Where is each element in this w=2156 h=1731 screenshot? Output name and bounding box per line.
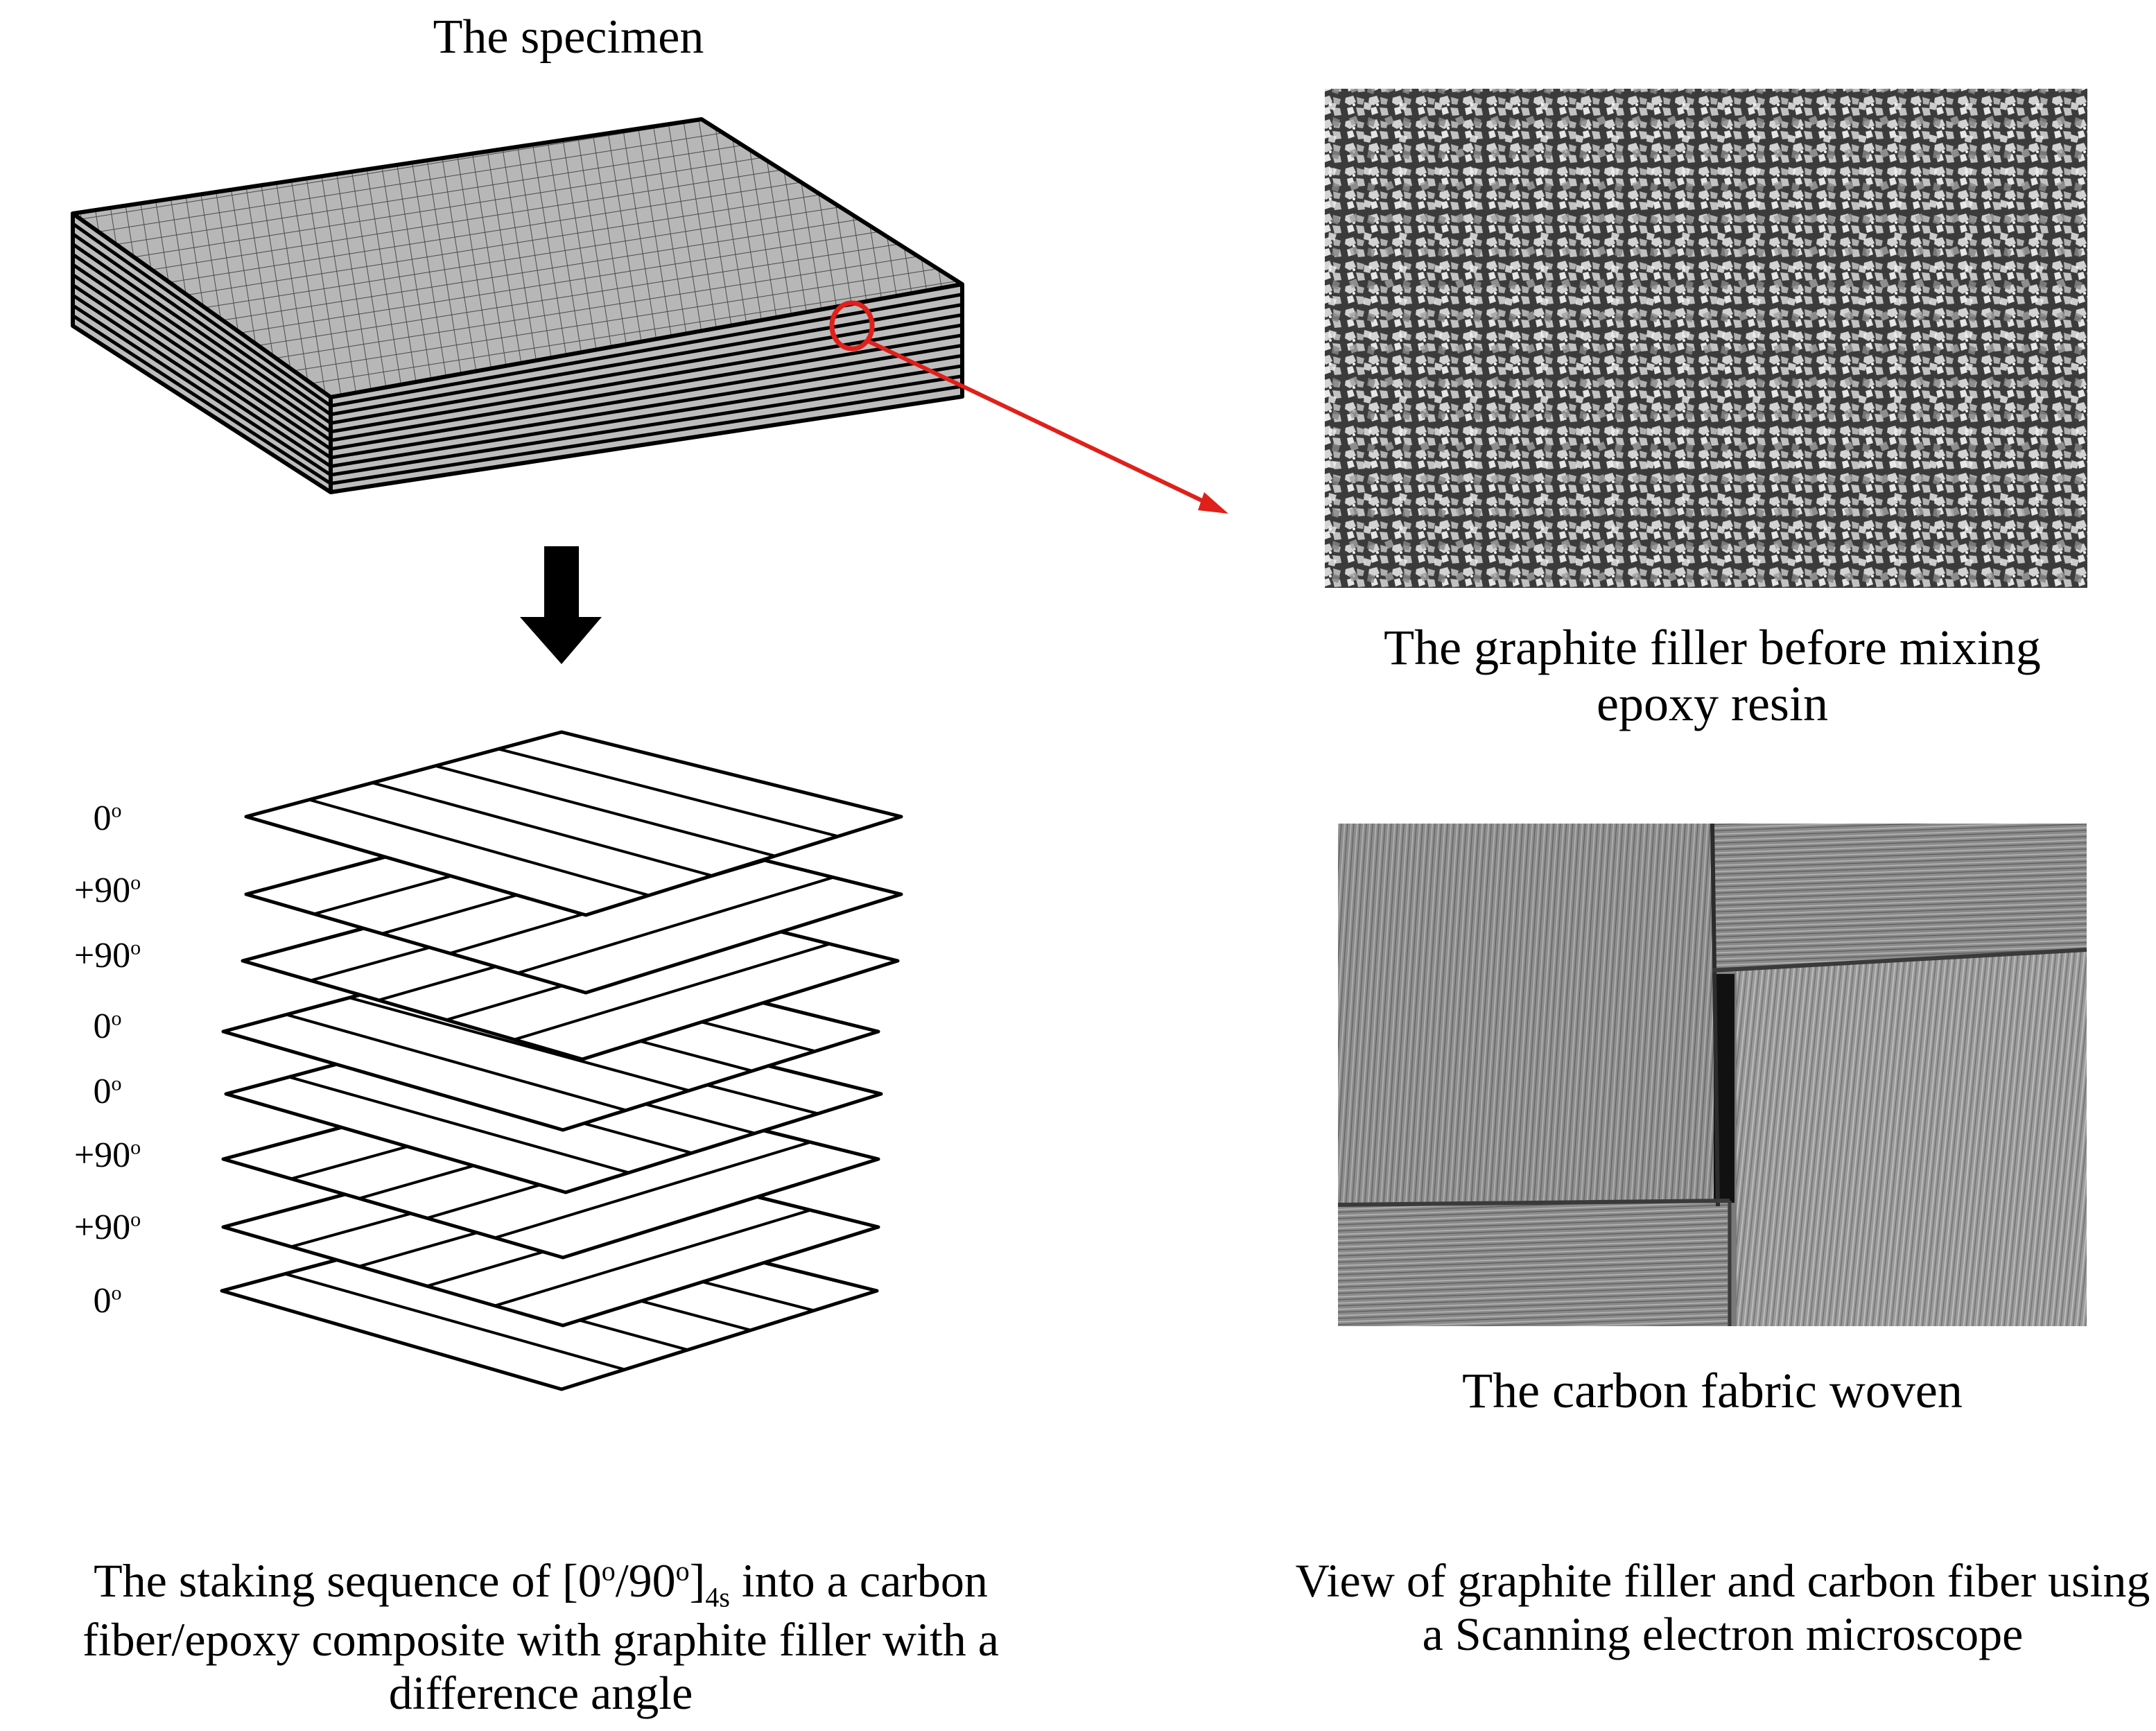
laminate-layer-line: [331, 313, 962, 425]
laminate-layer-line: [331, 323, 962, 434]
laminate-layer-line: [73, 304, 331, 477]
stacking-caption-sub: 4s: [705, 1581, 730, 1613]
ply-angle-label: 0o: [93, 1072, 122, 1111]
ply-layer: [244, 730, 903, 917]
ply-stack: [220, 730, 903, 1391]
specimen-top-face: [73, 119, 962, 397]
stacking-caption-part3: ]: [689, 1554, 706, 1607]
laminate-layer-line: [73, 314, 331, 485]
sem-graphite-image: [1325, 89, 2087, 588]
ply-angle-label: 0o: [93, 1281, 122, 1321]
ply-angle-label: +90o: [73, 1136, 141, 1175]
stacking-caption-part1: The staking sequence of [0: [94, 1554, 602, 1607]
specimen-block: [71, 117, 964, 494]
stacking-caption-deg1: o: [601, 1555, 616, 1587]
callout-arrow-line: [867, 339, 1208, 505]
specimen-title: The specimen: [433, 10, 704, 64]
specimen-side-layers: [73, 222, 331, 485]
laminate-layer-line: [331, 374, 962, 477]
ply-angle-label: 0o: [93, 799, 122, 838]
laminate-layer-line: [73, 252, 331, 433]
fabric-caption: The carbon fabric woven: [1462, 1363, 1963, 1418]
laminate-layer-line: [331, 384, 962, 486]
stacking-caption: The staking sequence of [0o/90o]4s into …: [0, 1554, 1081, 1719]
graphite-caption: The graphite filler before mixing epoxy …: [1384, 620, 2041, 732]
magnify-callout: [829, 300, 1228, 514]
specimen-front-layers: [331, 293, 962, 486]
stacking-caption-part2: /90: [615, 1554, 676, 1607]
laminate-layer-line: [73, 243, 331, 425]
laminate-layer-line: [331, 302, 962, 417]
laminate-layer-line: [73, 263, 331, 442]
down-arrow: [520, 546, 602, 664]
laminate-layer-line: [331, 333, 962, 442]
laminate-layer-line: [331, 293, 962, 408]
stacking-caption-deg2: o: [675, 1555, 690, 1587]
ply-angle-label: +90o: [73, 1208, 141, 1247]
laminate-layer-line: [73, 284, 331, 460]
callout-arrowhead: [1198, 492, 1228, 514]
laminate-layer-line: [73, 273, 331, 451]
laminate-layer-line: [331, 343, 962, 451]
laminate-layer-line: [331, 364, 962, 469]
laminate-layer-line: [73, 293, 331, 468]
stacking-caption-part4: into a carbon fiber/epoxy composite with…: [82, 1554, 999, 1719]
ply-angle-label: 0o: [93, 1007, 122, 1046]
laminate-layer-line: [73, 232, 331, 416]
laminate-layer-line: [73, 222, 331, 408]
ply-angle-label: +90o: [73, 871, 141, 910]
magnify-circle: [829, 300, 875, 351]
sem-view-caption: View of graphite filler and carbon fiber…: [1295, 1554, 2150, 1660]
sem-fabric-image: [1337, 823, 2087, 1326]
laminate-layer-line: [331, 354, 962, 460]
ply-angle-label: +90o: [73, 936, 141, 975]
